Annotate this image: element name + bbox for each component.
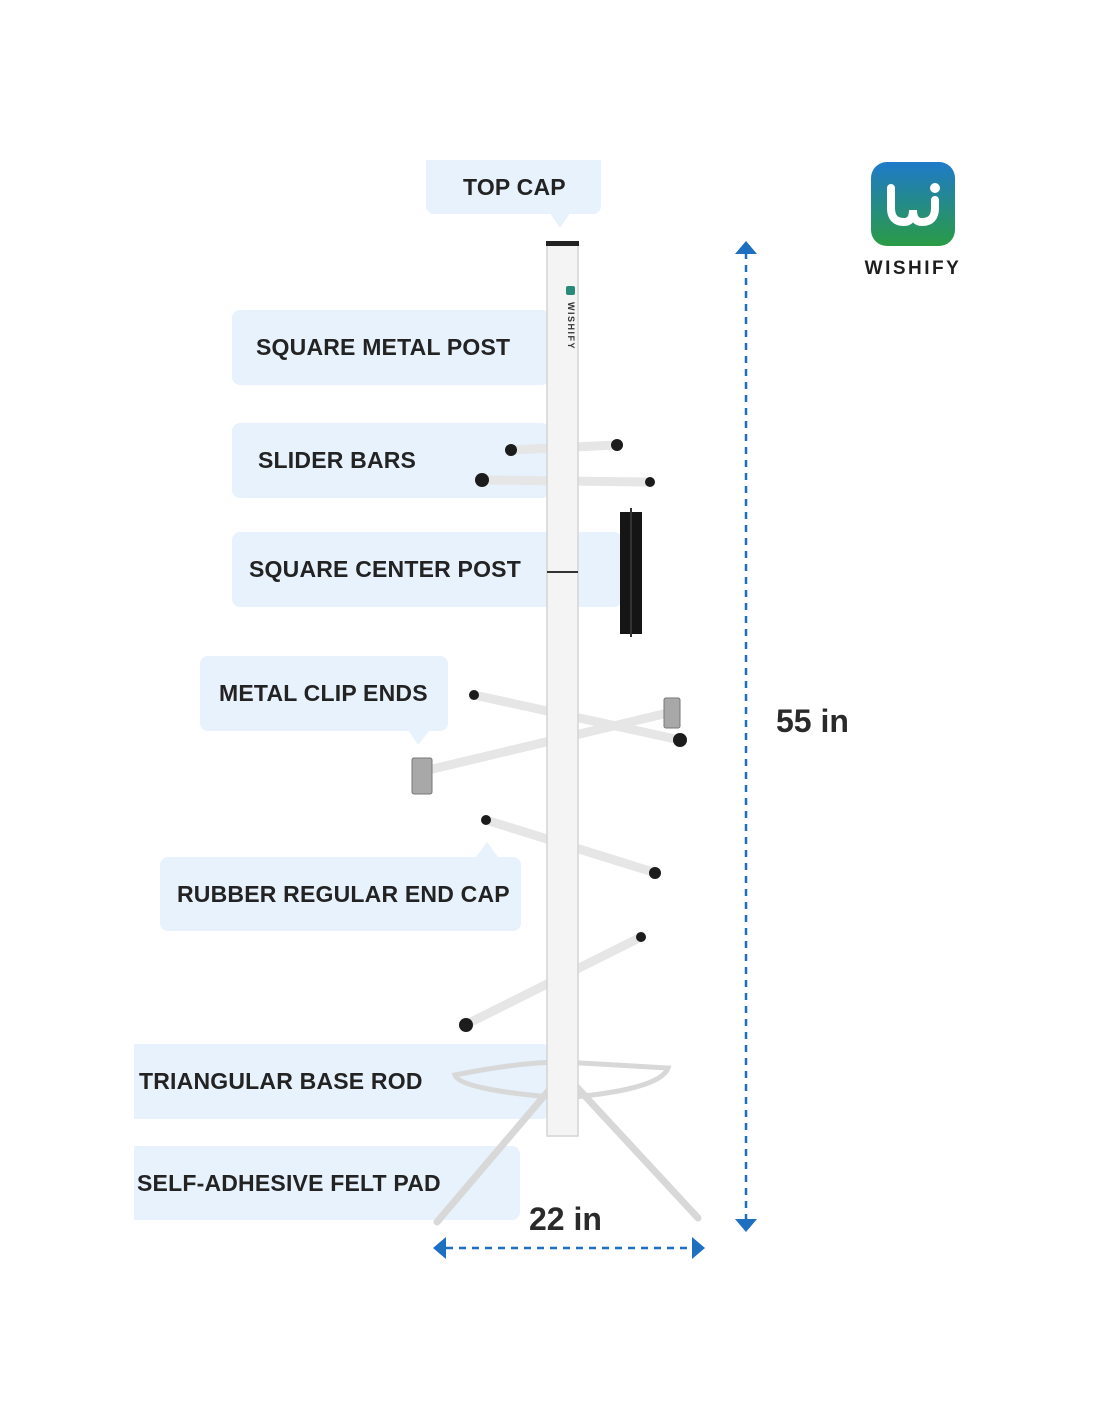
metal-clips [411, 697, 681, 795]
label-slider-bars: SLIDER BARS [232, 423, 550, 498]
rubber-end-caps [459, 439, 687, 1032]
label-pointers [408, 213, 570, 857]
label-square-metal-post: SQUARE METAL POST [232, 310, 550, 385]
logo-mark-icon [871, 162, 955, 246]
brand-logo: WISHIFY [858, 162, 968, 280]
width-dimension-label: 22 in [529, 1201, 602, 1237]
height-dimension-line [735, 241, 757, 1232]
label-felt-pad: SELF-ADHESIVE FELT PAD [134, 1146, 520, 1220]
top-cap [546, 241, 579, 246]
label-triangular-base-rod: TRIANGULAR BASE ROD [134, 1044, 550, 1119]
sock-hanger-clip [620, 508, 642, 637]
label-metal-clip-ends: METAL CLIP ENDS [200, 656, 448, 731]
width-dimension-line [433, 1237, 705, 1259]
triangular-base [433, 1056, 702, 1226]
square-metal-post [546, 243, 579, 1137]
height-dimension-label: 55 in [776, 703, 849, 739]
post-logo-icon [566, 286, 575, 295]
logo-wordmark: WISHIFY [864, 258, 962, 279]
label-top-cap: TOP CAP [426, 160, 601, 214]
post-brand-print: WISHIFY [566, 302, 576, 350]
label-rubber-end-cap: RUBBER REGULAR END CAP [160, 857, 521, 931]
